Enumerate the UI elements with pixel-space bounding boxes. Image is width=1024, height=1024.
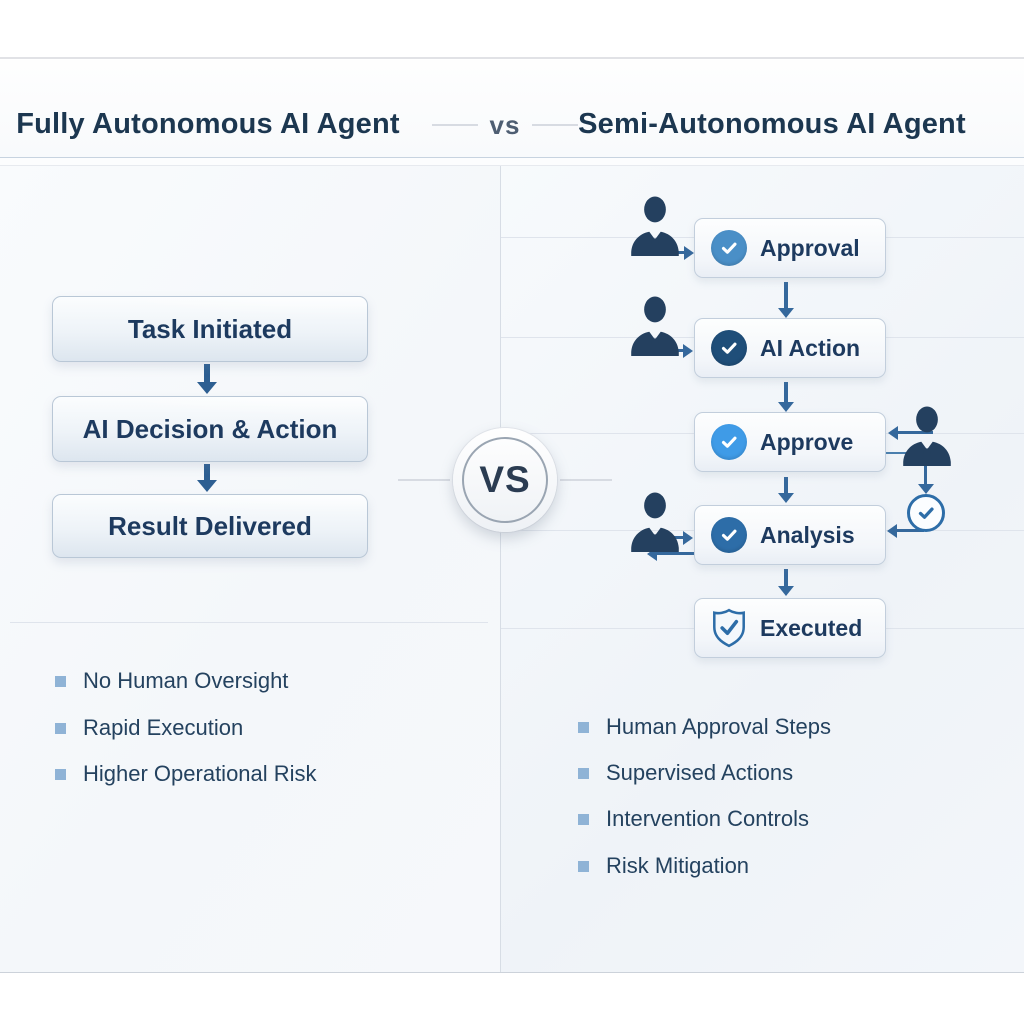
flow-step-ai-action: AI Action [694, 318, 886, 378]
bullet-square-icon [55, 675, 66, 687]
list-item: No Human Oversight [55, 668, 288, 694]
flow-step-label: Analysis [760, 521, 855, 548]
list-item: Rapid Execution [55, 715, 243, 741]
list-item: Intervention Controls [578, 806, 809, 832]
left-arrow-icon [897, 431, 933, 434]
down-arrow-icon [784, 569, 788, 586]
person-icon [628, 196, 682, 256]
right-panel-background [501, 166, 1024, 972]
down-arrow-icon [784, 282, 788, 308]
vs-badge: VS [453, 428, 557, 532]
flow-step-label: AI Action [760, 334, 861, 361]
vs-separator-group: vs [415, 108, 595, 142]
center-divider-line [500, 166, 501, 972]
bullet-square-icon [55, 768, 66, 780]
check-circle-icon [711, 424, 747, 460]
flow-step-label: Executed [760, 614, 863, 641]
check-circle-icon [711, 517, 747, 553]
bullet-label: Human Approval Steps [606, 714, 832, 739]
bullet-square-icon [578, 721, 589, 733]
check-circle-icon [711, 230, 747, 266]
left-arrow-icon [896, 529, 924, 532]
person-icon [628, 492, 682, 552]
person-icon [900, 406, 954, 466]
header [0, 60, 1024, 158]
down-arrow-icon [784, 382, 788, 402]
vs-connector-dash [398, 479, 450, 481]
main-panel-frame [0, 166, 1024, 973]
flow-step-approve: Approve [694, 412, 886, 472]
right-title: Semi-Autonomous AI Agent [578, 108, 966, 140]
bullet-label: Higher Operational Risk [83, 761, 317, 786]
bullet-square-icon [578, 813, 589, 825]
down-arrow-icon [204, 364, 210, 384]
bullet-label: Rapid Execution [83, 715, 244, 740]
vs-dash-right [532, 124, 579, 126]
shield-check-icon [711, 607, 747, 649]
flow-step-ai-decision-action: AI Decision & Action [52, 396, 368, 462]
list-item: Supervised Actions [578, 760, 793, 786]
header-divider [0, 158, 1024, 166]
flow-step-label: Approve [760, 428, 854, 455]
bullet-square-icon [55, 722, 66, 734]
flow-step-approval: Approval [694, 218, 886, 278]
flow-step-label: Task Initiated [127, 313, 293, 344]
left-title: Fully Autonomous AI Agent [16, 108, 400, 140]
flow-step-label: AI Decision & Action [82, 413, 338, 444]
flow-step-task-initiated: Task Initiated [52, 296, 368, 362]
left-arrow-icon [656, 552, 716, 555]
vs-separator-text: vs [489, 109, 521, 140]
check-circle-outline-icon [907, 494, 945, 532]
bullet-label: Intervention Controls [606, 806, 809, 831]
flow-step-executed: Executed [694, 598, 886, 658]
person-icon [628, 296, 682, 356]
list-item: Higher Operational Risk [55, 761, 317, 787]
bullet-label: No Human Oversight [83, 668, 289, 693]
bullet-label: Risk Mitigation [606, 853, 750, 878]
check-circle-icon [711, 330, 747, 366]
flow-step-analysis: Analysis [694, 505, 886, 565]
top-divider [0, 57, 1024, 59]
vs-dash-left [431, 124, 478, 126]
bullet-square-icon [578, 860, 589, 872]
vs-connector-dash [560, 479, 612, 481]
guide-line [10, 622, 488, 623]
down-arrow-icon [784, 477, 788, 493]
flow-step-result-delivered: Result Delivered [52, 494, 368, 558]
down-arrow-icon [924, 466, 927, 484]
vs-badge-ring [462, 437, 548, 523]
bullet-label: Supervised Actions [606, 760, 794, 785]
list-item: Risk Mitigation [578, 853, 749, 879]
bullet-square-icon [578, 767, 589, 779]
down-arrow-icon [204, 464, 210, 482]
flow-step-label: Result Delivered [108, 510, 312, 541]
flow-step-label: Approval [760, 234, 860, 261]
list-item: Human Approval Steps [578, 714, 831, 740]
